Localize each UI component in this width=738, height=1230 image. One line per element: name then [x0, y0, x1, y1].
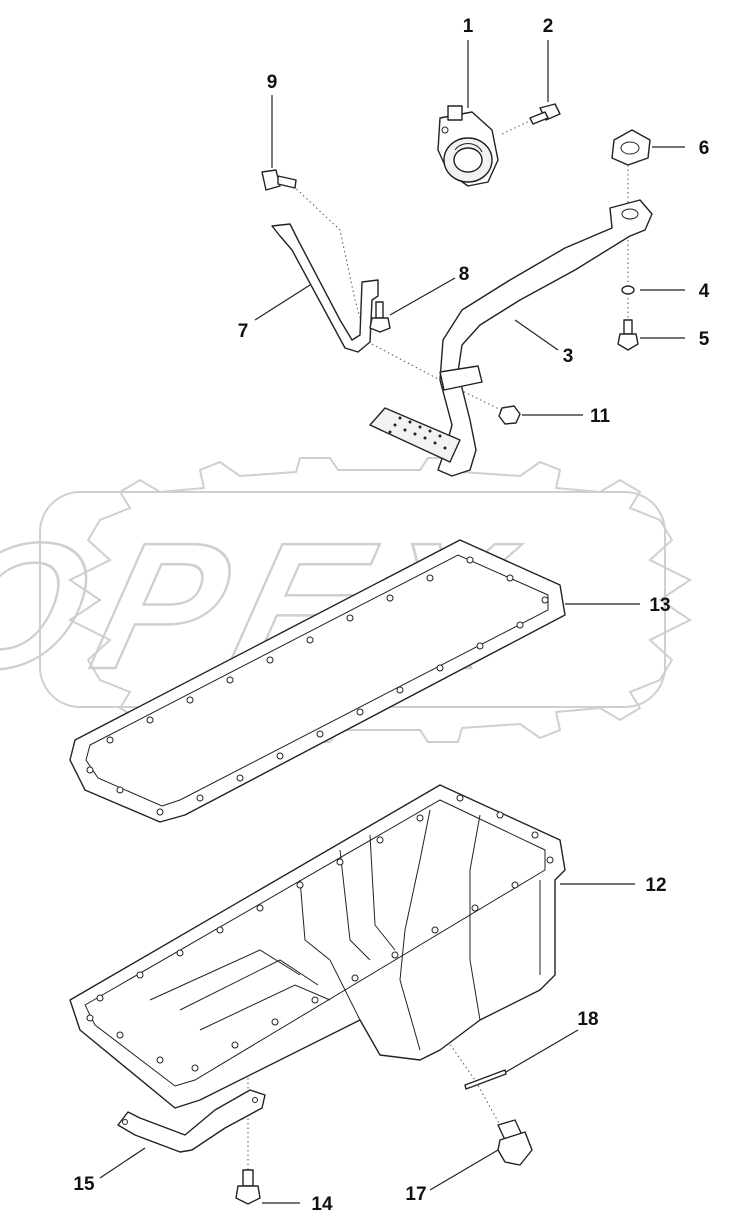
part-8-bolt [369, 301, 391, 333]
part-5-bolt [617, 319, 639, 351]
callout-8: 8 [459, 264, 470, 285]
part-1-oil-pump [437, 105, 499, 187]
callout-15: 15 [73, 1174, 95, 1195]
part-14-bolt [235, 1169, 261, 1205]
strainer-holes [388, 416, 447, 450]
callout-1: 1 [463, 16, 474, 37]
part-12-oil-pan [69, 784, 566, 1109]
callout-17: 17 [405, 1184, 426, 1205]
callout-12: 12 [645, 875, 666, 896]
callout-18: 18 [577, 1009, 598, 1030]
part-2-bolt [529, 103, 561, 125]
part-3-suction-pipe [369, 199, 653, 477]
part-11-nut [498, 405, 521, 425]
part-17-drain-plug [497, 1119, 533, 1166]
part-7-bracket [271, 223, 379, 353]
part-13-gasket [69, 539, 566, 823]
callout-3: 3 [563, 346, 574, 367]
callout-11: 11 [590, 406, 611, 427]
callout-labels: 1 2 3 4 5 6 7 8 9 11 12 13 14 15 17 18 [73, 16, 709, 1215]
callout-9: 9 [267, 72, 278, 93]
part-6-flange-gasket [611, 129, 651, 166]
leader-lines [99, 40, 685, 1204]
callout-6: 6 [699, 138, 710, 159]
callout-5: 5 [699, 329, 710, 350]
callout-13: 13 [649, 595, 670, 616]
pan-bolt-holes [86, 794, 554, 1072]
callout-14: 14 [311, 1194, 333, 1215]
callout-7: 7 [238, 321, 249, 342]
gasket-bolt-holes [86, 556, 549, 816]
part-9-bolt [261, 169, 297, 191]
part-18-seal [464, 1069, 507, 1090]
part-15-strap [117, 1089, 266, 1153]
callout-4: 4 [699, 281, 710, 302]
callout-2: 2 [543, 16, 554, 37]
part-4-washer [621, 285, 635, 295]
